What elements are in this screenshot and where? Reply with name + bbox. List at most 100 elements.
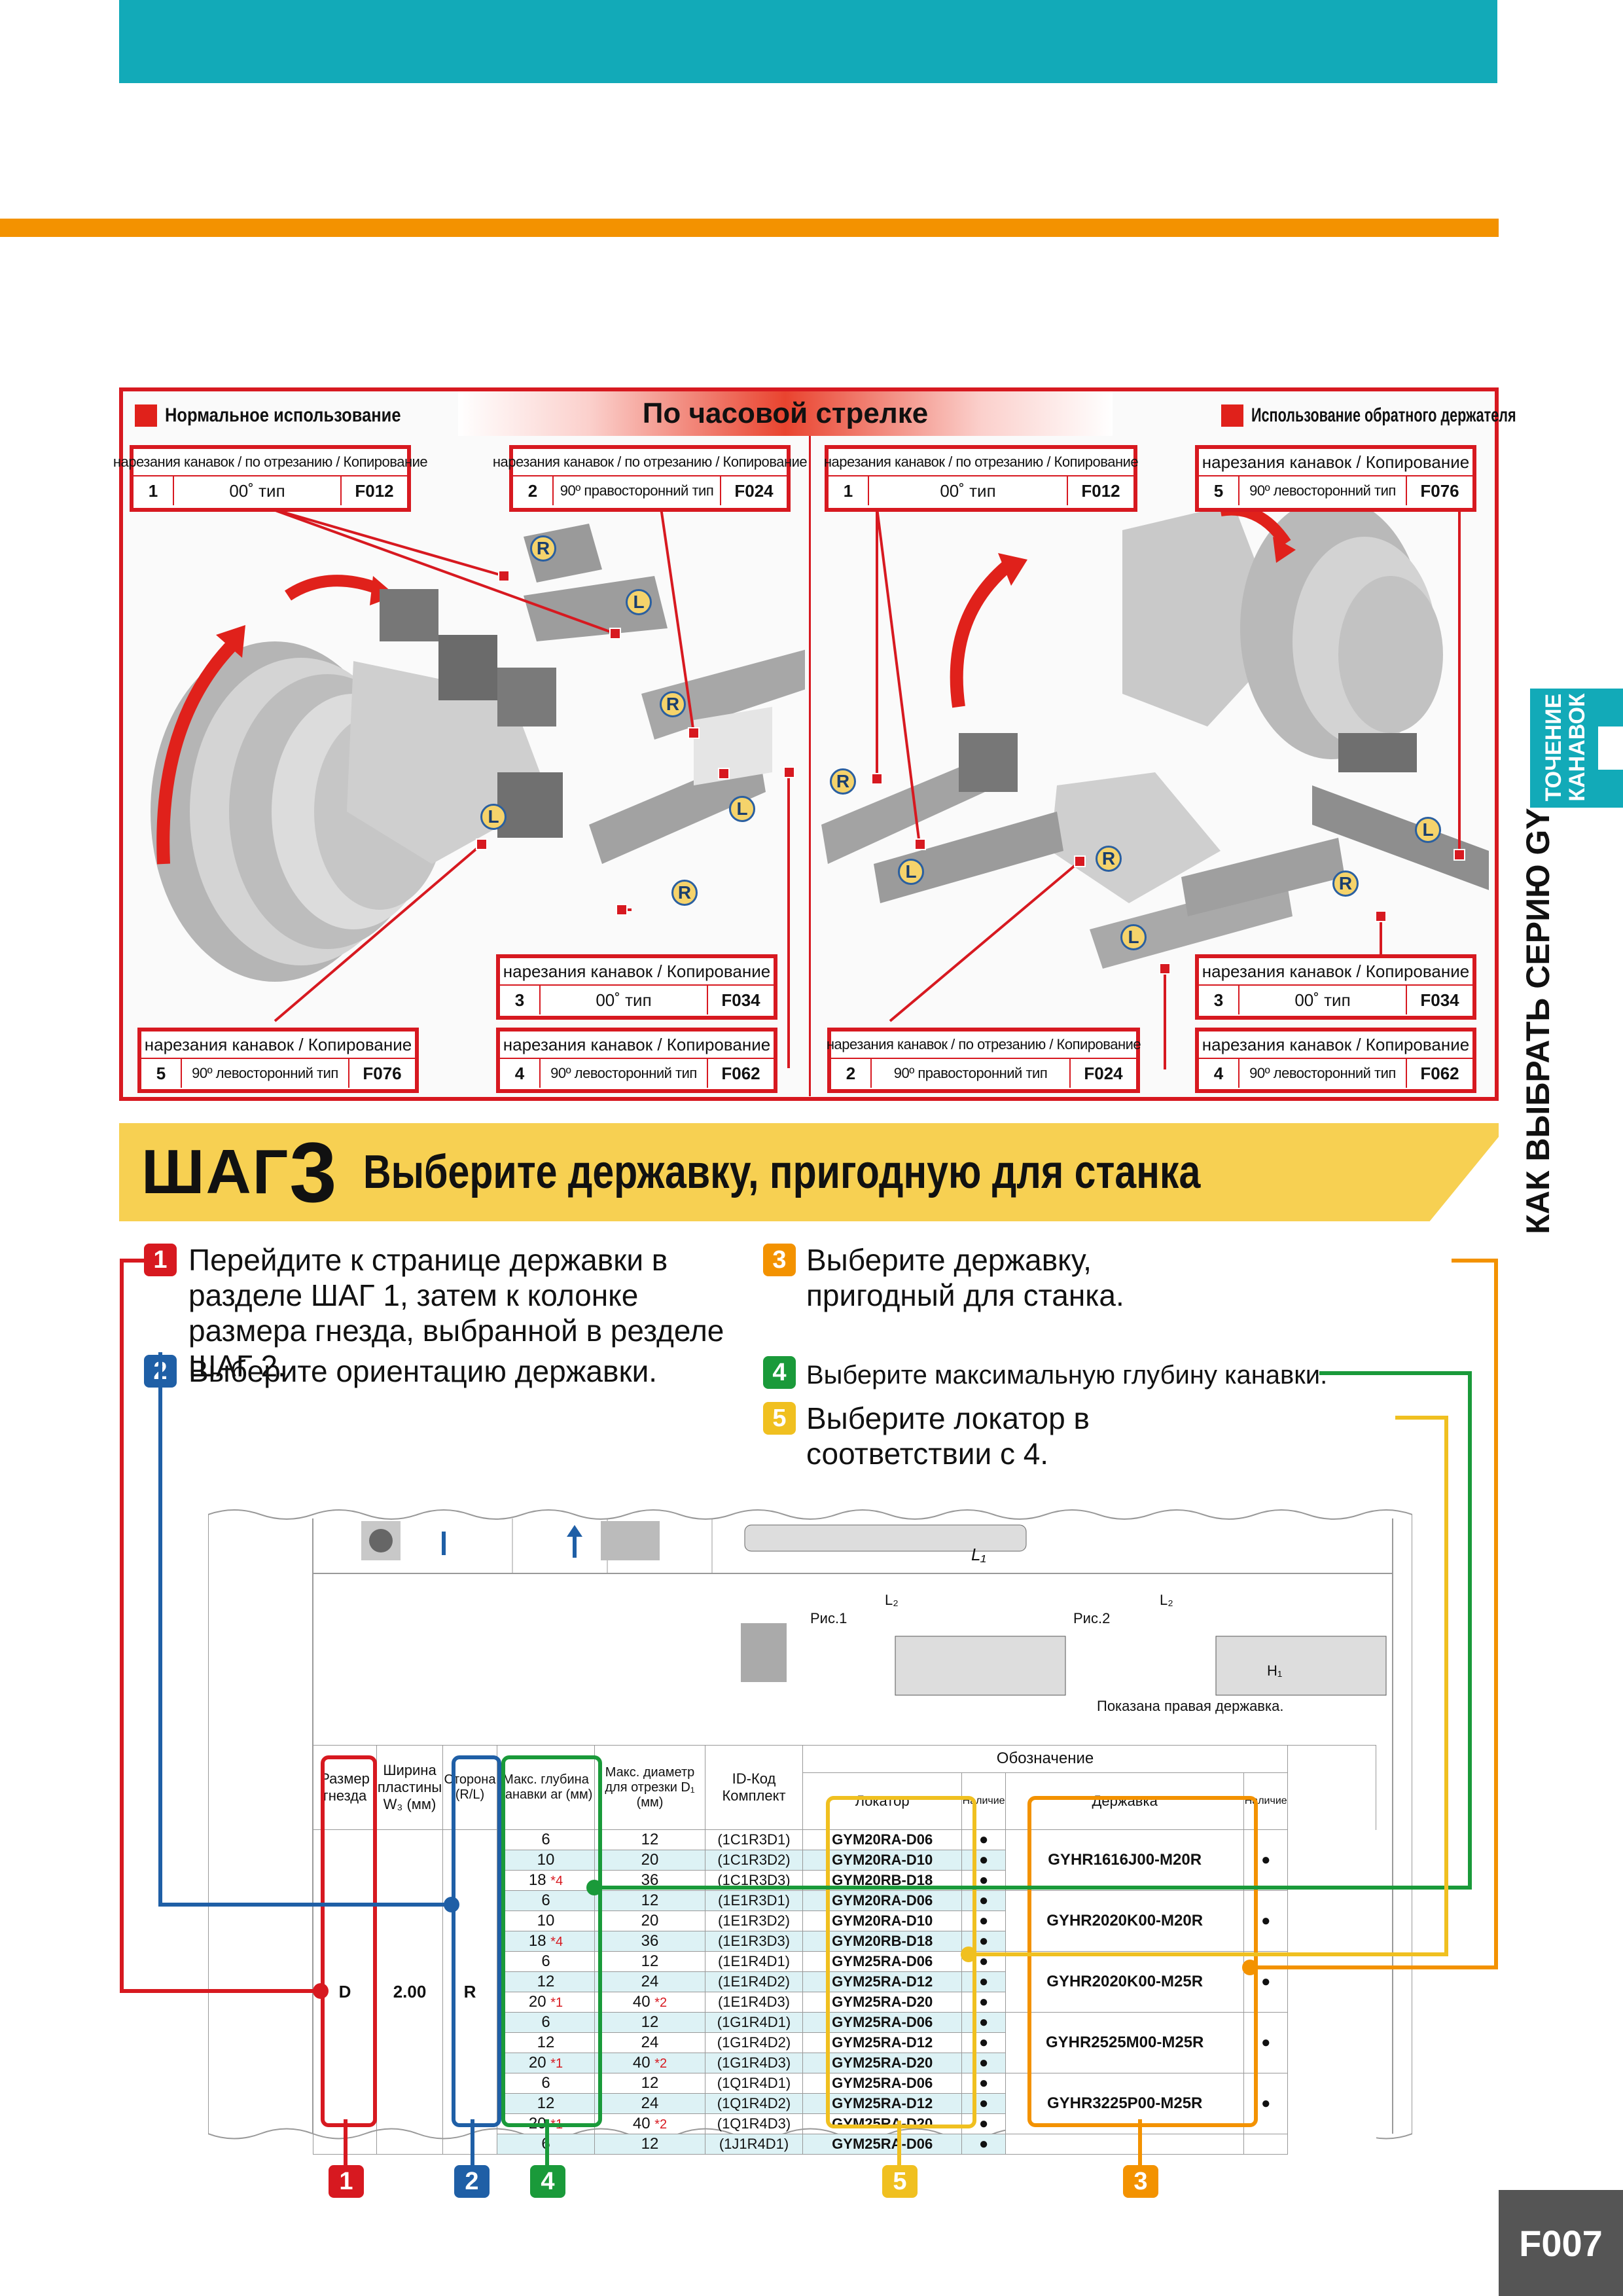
right-hand-marker: R: [671, 880, 698, 906]
side-tab-notch: [1598, 726, 1623, 770]
connector-lines: [120, 1259, 1498, 2166]
left-hand-marker: L: [1415, 817, 1441, 843]
cell-holder: GYHR2020K00-M25R: [1005, 1951, 1245, 2013]
cell-locator: GYM25RA-D06: [802, 2134, 963, 2155]
col-width: Ширина пластины W₃ (мм): [376, 1745, 443, 1830]
cell-avail2: ●: [1243, 2012, 1288, 2073]
figure-1-label: Рис.1: [810, 1610, 847, 1626]
legend-reverse: Использование обратного держателя: [1221, 404, 1619, 427]
cell-avail: ●: [961, 2093, 1006, 2114]
bottom-badge-2: 2: [454, 2165, 490, 2198]
col-id: ID-Код Комплект: [705, 1745, 803, 1830]
right-machine-illustration: [821, 497, 1489, 969]
cell-holder: GYHR1616J00-M20R: [1005, 1829, 1245, 1891]
cell-diam: 12: [594, 1951, 705, 1972]
cell-avail: ●: [961, 1971, 1006, 1992]
cell-avail2: ●: [1243, 1829, 1288, 1891]
instruction-badge-5: 5: [763, 1402, 796, 1435]
cell-depth: 6: [497, 2012, 595, 2033]
highlight-size: [321, 1755, 377, 2127]
dim-label-h1: H₁: [1267, 1662, 1283, 1679]
cell-depth: 18 *4: [497, 1931, 595, 1952]
bottom-badge-4: 4: [530, 2165, 565, 2198]
cell-id: (1E1R4D1): [705, 1951, 803, 1972]
instruction-5: Выберите локатор в соответствии с 4.: [806, 1401, 1090, 1471]
figure-2-label: Рис.2: [1073, 1610, 1111, 1626]
col-holder: Державка: [1005, 1772, 1245, 1831]
cell-id: (1C1R3D2): [705, 1850, 803, 1871]
cell-id: (1Q1R4D1): [705, 2073, 803, 2094]
cell-id: (1E1R3D2): [705, 1910, 803, 1931]
cell-avail2: ●: [1243, 1890, 1288, 1952]
cell-diam: 20: [594, 1850, 705, 1871]
cell-depth: 12: [497, 1971, 595, 1992]
holder-note: Показана правая державка.: [1097, 1698, 1284, 1714]
highlight-side: [452, 1755, 501, 2127]
instruction-4: Выберите максимальную глубину канавки.: [806, 1361, 1328, 1390]
instruction-badge-4: 4: [763, 1356, 796, 1389]
bottom-badge-1: 1: [329, 2165, 364, 2198]
left-hand-marker: L: [729, 796, 755, 822]
cell-depth: 20 *1: [497, 2053, 595, 2073]
legend-square-icon: [135, 404, 157, 427]
cell-diam: 36: [594, 1931, 705, 1952]
leader-lines: [268, 507, 1465, 1069]
cell-diam: 12: [594, 2012, 705, 2033]
cell-diam: 12: [594, 2134, 705, 2155]
cell-avail: ●: [961, 2134, 1006, 2155]
instruction-3: Выберите державку, пригодный для станка.: [806, 1243, 1124, 1312]
left-hand-marker: L: [898, 859, 924, 885]
dim-label-l1: L₁: [971, 1545, 986, 1564]
left-hand-marker: L: [1120, 924, 1147, 950]
table-row: 6 12 (1E1R3D1)GYM20RA-D06●GYHR2020K00-M2…: [313, 1890, 1376, 1952]
top-orange-bar: [0, 219, 1499, 237]
right-hand-marker: R: [830, 768, 856, 795]
cell-diam: 40 *2: [594, 2053, 705, 2073]
legend-normal: Нормальное использование: [135, 404, 442, 427]
instruction-1: Перейдите к странице державки в разделе …: [188, 1243, 724, 1383]
cell-id: (1Q1R4D3): [705, 2113, 803, 2134]
page-number: F007: [1499, 2190, 1623, 2296]
cell-depth: 12: [497, 2093, 595, 2114]
right-hand-marker: R: [530, 535, 556, 562]
step-label: ШАГ: [141, 1137, 290, 1207]
left-hand-marker: L: [480, 804, 507, 830]
cell-avail: ●: [961, 2012, 1006, 2033]
step-heading: Выберите державку, пригодную для станка: [363, 1146, 1200, 1198]
cell-avail: ●: [961, 2053, 1006, 2073]
cell-avail: ●: [961, 1910, 1006, 1931]
bottom-badge-3: 3: [1123, 2165, 1158, 2198]
cell-depth: 6: [497, 1890, 595, 1911]
cell-id: (1E1R4D2): [705, 1971, 803, 1992]
cell-id: (1G1R4D2): [705, 2032, 803, 2053]
cell-avail: ●: [961, 1992, 1006, 2013]
right-hand-marker: R: [1332, 870, 1359, 897]
cell-avail: ●: [961, 2073, 1006, 2094]
ref-box-right-1: нарезания канавок / по отрезанию / Копир…: [824, 445, 1139, 512]
instruction-2: Выберите ориентацию державки.: [188, 1354, 658, 1388]
cell-avail: ●: [961, 1931, 1006, 1952]
right-chuck-illustration: [1050, 497, 1443, 903]
cell-holder: GYHR2020K00-M20R: [1005, 1890, 1245, 1952]
table-row: 6 12 (1G1R4D1)GYM25RA-D06●GYHR2525M00-M2…: [313, 2012, 1376, 2073]
table-row: 6 12 (1J1R4D1)GYM25RA-D06●: [313, 2134, 1376, 2155]
cell-id: (1J1R4D1): [705, 2134, 803, 2155]
dim-label-l2b: L₂: [1160, 1592, 1173, 1608]
cell-diam: 20: [594, 1910, 705, 1931]
step-number: 3: [289, 1124, 337, 1220]
cell-diam: 40 *2: [594, 2113, 705, 2134]
highlight-depth: [501, 1755, 602, 2127]
cell-id: (1C1R3D1): [705, 1829, 803, 1850]
legend-square-icon: [1221, 404, 1243, 427]
left-hand-marker: L: [626, 589, 652, 615]
step-title: ШАГ 3 Выберите державку, пригодную для с…: [141, 1124, 1384, 1220]
col-komplekt: Комплект: [722, 1787, 786, 1804]
